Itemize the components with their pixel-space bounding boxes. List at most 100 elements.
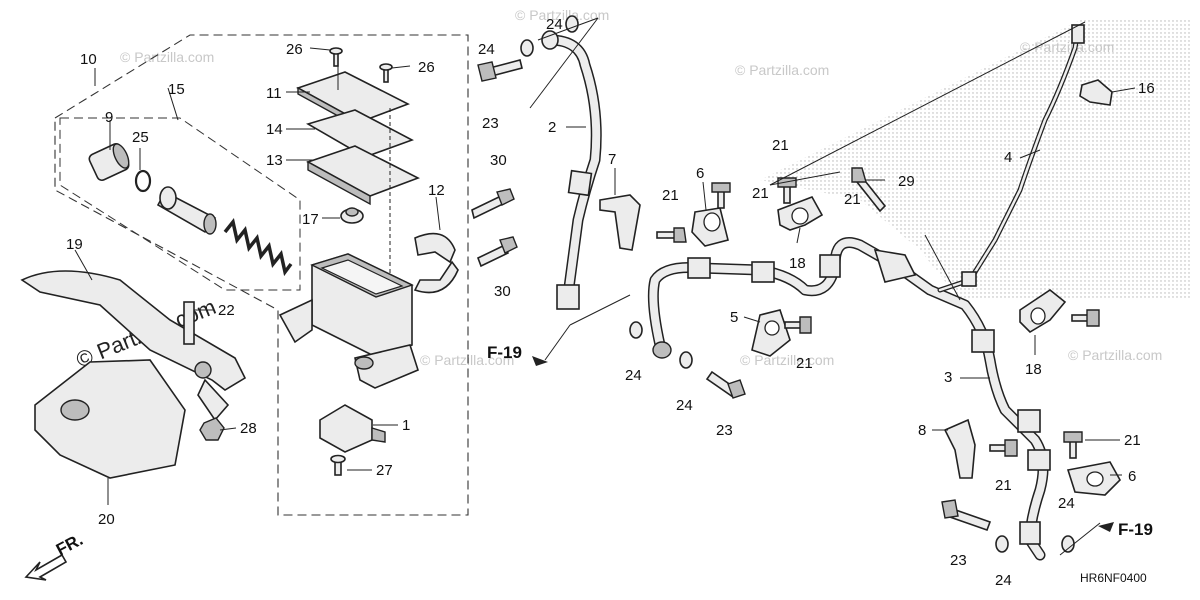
callout: 28	[240, 420, 257, 437]
watermark: © Partzilla.com	[120, 49, 214, 65]
callout: 15	[168, 81, 185, 98]
callouts: 10 15 9 25 19 22 28 20 26 26 11 14 13 12…	[66, 16, 1155, 589]
bolt-21e	[1071, 309, 1100, 327]
clamp-18b	[1019, 289, 1067, 334]
callout: 19	[66, 236, 83, 253]
ref-label: F-19	[1118, 520, 1153, 539]
callout: 21	[772, 137, 789, 154]
washer-24a	[565, 15, 579, 33]
callout: 23	[716, 422, 733, 439]
screw-26b	[379, 63, 393, 83]
bracket-8	[943, 418, 976, 479]
callout: 26	[418, 59, 435, 76]
callout: 10	[80, 51, 97, 68]
callout: 18	[789, 255, 806, 272]
callout: 13	[266, 152, 283, 169]
callout: 24	[995, 572, 1012, 589]
watermark: © Partzilla.com	[735, 62, 829, 78]
callout: 27	[376, 462, 393, 479]
callout: 17	[302, 211, 319, 228]
ref-label: F-19	[487, 343, 522, 362]
float-17	[340, 207, 364, 224]
callout: 21	[796, 355, 813, 372]
brake-pipe-4	[937, 24, 1085, 293]
washer-24c	[629, 321, 643, 339]
callout: 25	[132, 129, 149, 146]
group-outline-15	[59, 117, 301, 291]
callout: 30	[490, 152, 507, 169]
callout: 9	[105, 109, 113, 126]
callout: 16	[1138, 80, 1155, 97]
callout: 21	[752, 185, 769, 202]
callout: 11	[266, 85, 282, 102]
bolt-21d	[784, 316, 812, 334]
piston-cup-9	[88, 142, 130, 182]
clip-16	[1079, 79, 1113, 106]
ref-mark-right: F-19	[1098, 520, 1153, 539]
callout: 1	[402, 417, 410, 434]
brake-lever-19	[20, 270, 247, 391]
lever-cover-20	[34, 359, 186, 479]
callout: 24	[676, 397, 693, 414]
bolt-21a	[656, 227, 687, 243]
front-arrow: FR.	[24, 530, 86, 581]
clamp-5	[751, 309, 791, 357]
nut-28	[199, 417, 225, 441]
callout: 21	[1124, 432, 1141, 449]
lever-pivot	[194, 361, 212, 379]
callout: 4	[1004, 149, 1012, 166]
callout: 24	[1058, 495, 1075, 512]
diagram-code: HR6NF0400	[1080, 571, 1147, 585]
watermark: © Partzilla.com	[1020, 39, 1114, 55]
callout: 21	[844, 191, 861, 208]
washer-24d	[679, 351, 693, 369]
callout: 6	[696, 165, 704, 182]
callout: 23	[950, 552, 967, 569]
callout: 26	[286, 41, 303, 58]
callout: 21	[995, 477, 1012, 494]
callout: 7	[608, 151, 616, 168]
callout: 22	[218, 302, 235, 319]
callout: 8	[918, 422, 926, 439]
brake-hose-2	[541, 30, 602, 310]
bolt-23a	[477, 59, 523, 82]
clamp-6a	[691, 207, 729, 247]
callout: 18	[1025, 361, 1042, 378]
washer-24f	[1061, 535, 1075, 553]
watermark: © Partzilla.com	[515, 7, 609, 23]
master-cylinder-body	[278, 253, 419, 389]
bolt-29	[851, 167, 887, 213]
bolt-21f	[989, 439, 1018, 457]
diaphragm-plate-14	[305, 109, 414, 158]
ref-mark-left: F-19	[487, 343, 548, 366]
screw-26a	[329, 47, 343, 67]
watermark: © Partzilla.com	[420, 352, 514, 368]
callout: 12	[428, 182, 445, 199]
callout: 24	[478, 41, 495, 58]
bolt-23b	[705, 370, 746, 399]
group-outline-10	[54, 34, 469, 516]
callout: 21	[662, 187, 679, 204]
watermark: © Partzilla.com	[740, 352, 834, 368]
clamp-12	[413, 232, 459, 294]
callout: 6	[1128, 468, 1136, 485]
front-label: FR.	[53, 530, 86, 560]
spring-part	[223, 218, 293, 277]
callout: 14	[266, 121, 283, 138]
bracket-7	[599, 194, 641, 251]
screw-27	[330, 454, 346, 476]
bolt-21b	[711, 182, 731, 209]
callout: 2	[548, 119, 556, 136]
callout: 23	[482, 115, 499, 132]
brake-switch-1	[319, 404, 386, 453]
callout: 20	[98, 511, 115, 528]
watermark: © Partzilla.com	[1068, 347, 1162, 363]
brake-hose-main	[647, 237, 1051, 561]
circlip-25	[134, 169, 152, 193]
clamp-6b	[1066, 461, 1121, 496]
callout: 5	[730, 309, 738, 326]
washer-24e	[995, 535, 1009, 553]
bolt-23c	[941, 499, 992, 532]
cover-hole	[60, 399, 90, 421]
